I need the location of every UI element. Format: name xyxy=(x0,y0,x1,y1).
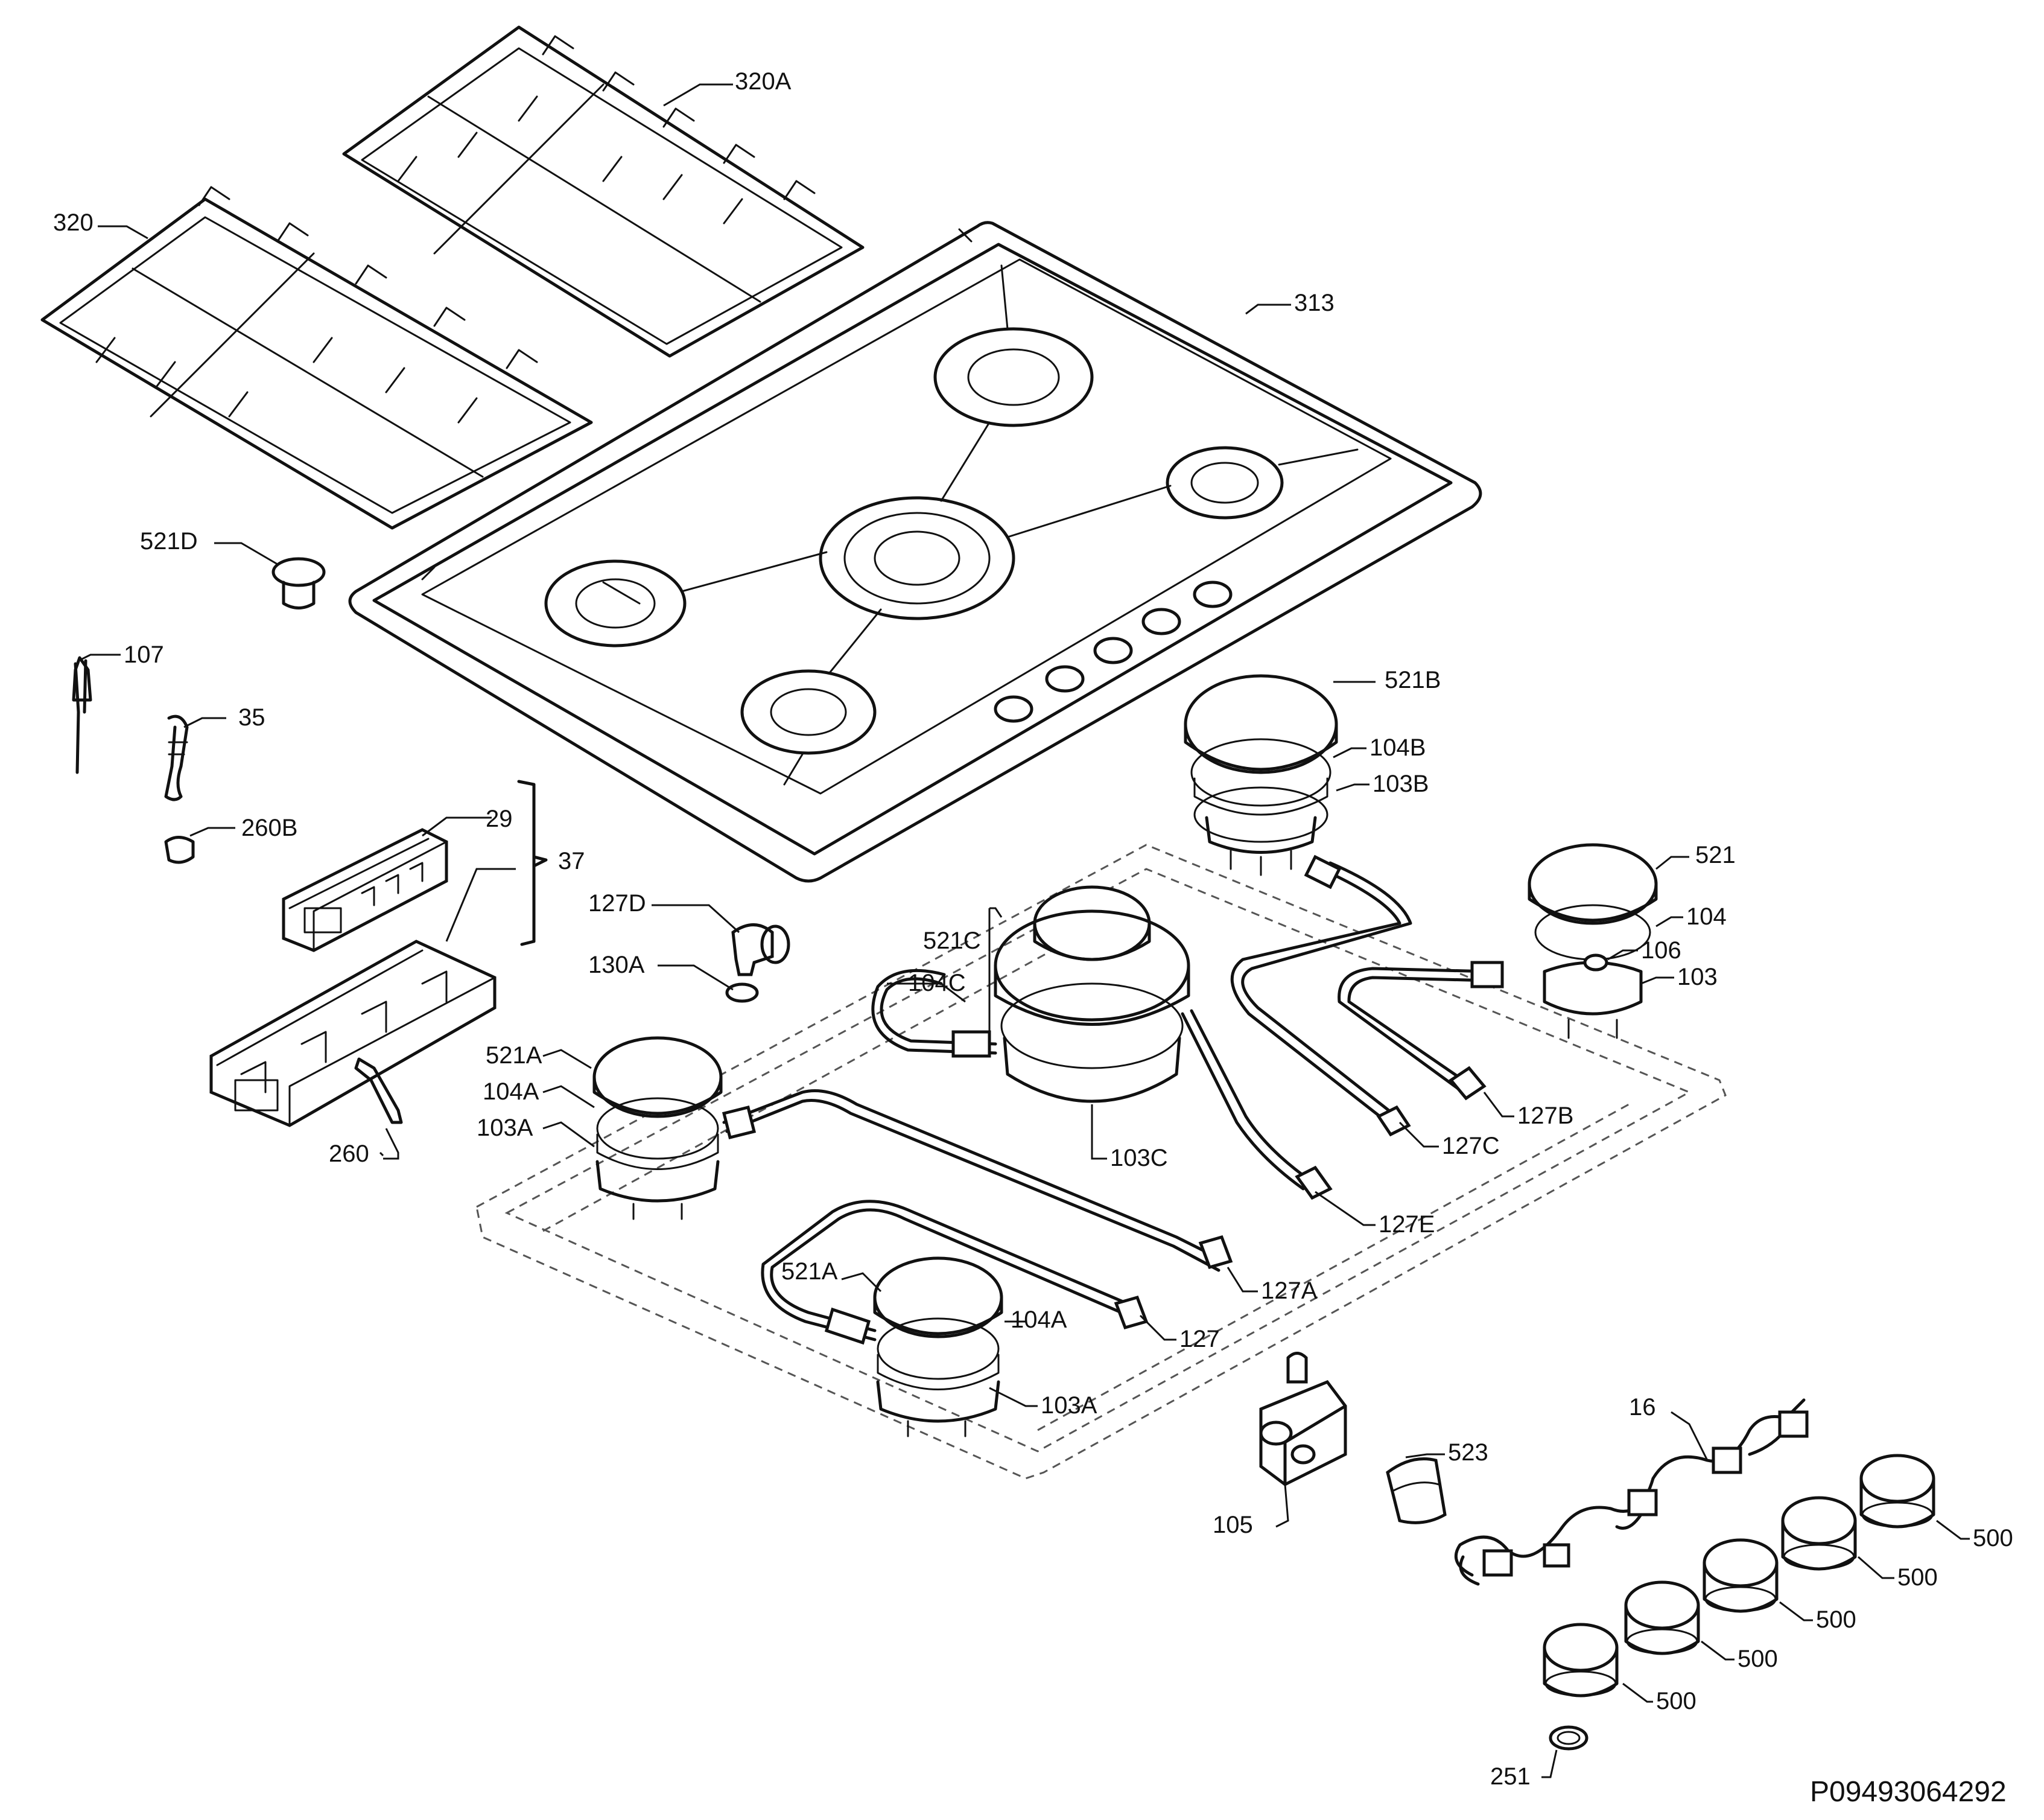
connector-260 xyxy=(354,1057,403,1124)
label-127d: 127D xyxy=(588,890,646,917)
clip-523 xyxy=(1386,1457,1447,1524)
label-500-a: 500 xyxy=(1973,1525,2013,1551)
label-127a: 127A xyxy=(1261,1278,1318,1304)
label-103a-left: 103A xyxy=(477,1115,533,1141)
label-103a-front: 103A xyxy=(1041,1392,1097,1419)
knob-500-5 xyxy=(1859,1454,1935,1529)
ring-251 xyxy=(1549,1725,1589,1751)
label-500-e: 500 xyxy=(1656,1688,1696,1714)
label-105: 105 xyxy=(1213,1512,1253,1538)
label-320a: 320A xyxy=(735,68,792,95)
label-29: 29 xyxy=(486,806,513,832)
elbow-fitting-127d xyxy=(731,923,790,976)
label-521a-front: 521A xyxy=(781,1258,838,1285)
label-260: 260 xyxy=(329,1141,369,1167)
wire-harness-16 xyxy=(1454,1398,1809,1586)
label-127b: 127B xyxy=(1517,1102,1573,1129)
label-523: 523 xyxy=(1448,1439,1488,1466)
label-104a-front: 104A xyxy=(1011,1306,1067,1333)
label-103: 103 xyxy=(1677,964,1718,990)
ignition-electrode-35 xyxy=(164,714,189,801)
hob-top-313 xyxy=(348,221,1482,883)
label-500-c: 500 xyxy=(1816,1606,1856,1633)
burner-b xyxy=(1184,674,1338,876)
part-labels: 320A 320 313 521D 107 35 260B 29 37 127D… xyxy=(53,68,2013,1808)
label-104b: 104B xyxy=(1370,734,1426,761)
label-35: 35 xyxy=(238,704,265,731)
label-251: 251 xyxy=(1490,1763,1531,1790)
bracket-37 xyxy=(422,780,548,946)
pan-support-320 xyxy=(40,186,593,530)
label-521d: 521D xyxy=(140,528,198,555)
label-521: 521 xyxy=(1695,842,1736,868)
label-106: 106 xyxy=(1641,937,1681,964)
control-knobs-500 xyxy=(1543,1454,1935,1698)
label-521c: 521C xyxy=(923,928,981,954)
label-107: 107 xyxy=(124,641,164,668)
label-127c: 127C xyxy=(1442,1133,1500,1159)
gas-pipes xyxy=(722,854,1504,1345)
label-37: 37 xyxy=(558,848,585,874)
pan-support-320a xyxy=(342,25,865,358)
label-103c: 103C xyxy=(1110,1145,1168,1171)
label-320: 320 xyxy=(53,209,94,236)
label-16: 16 xyxy=(1629,1394,1656,1421)
burner-a-left xyxy=(592,1036,723,1220)
label-103b: 103B xyxy=(1373,771,1429,797)
knob-500-4 xyxy=(1781,1496,1857,1571)
knob-500-1 xyxy=(1543,1623,1619,1698)
gas-valve-105 xyxy=(1259,1352,1347,1486)
clip-260b xyxy=(164,836,195,864)
label-500-b: 500 xyxy=(1897,1564,1938,1591)
drawing-code: P09493064292 xyxy=(1810,1776,2007,1808)
knob-part-521d xyxy=(271,557,326,609)
burner-aux xyxy=(1528,843,1658,1039)
label-521b: 521B xyxy=(1385,667,1441,693)
label-127e: 127E xyxy=(1379,1211,1435,1238)
label-104a-left: 104A xyxy=(483,1078,539,1105)
label-521a-left: 521A xyxy=(486,1042,542,1069)
label-104: 104 xyxy=(1686,903,1727,930)
label-500-d: 500 xyxy=(1738,1646,1778,1672)
washer-130a xyxy=(725,982,759,1003)
knob-500-3 xyxy=(1703,1538,1779,1613)
knob-500-2 xyxy=(1624,1580,1700,1655)
thermocouple-107 xyxy=(72,656,92,774)
label-313: 313 xyxy=(1294,290,1335,316)
label-130a: 130A xyxy=(588,952,645,978)
ignition-module-29 xyxy=(282,828,448,952)
burner-c xyxy=(994,885,1190,1103)
label-260b: 260B xyxy=(241,815,297,841)
label-127: 127 xyxy=(1179,1326,1220,1352)
label-104c: 104C xyxy=(908,970,966,996)
ignition-module-37 xyxy=(209,940,497,1127)
leader-lines xyxy=(78,83,1970,1778)
burner-a-front xyxy=(873,1256,1003,1437)
